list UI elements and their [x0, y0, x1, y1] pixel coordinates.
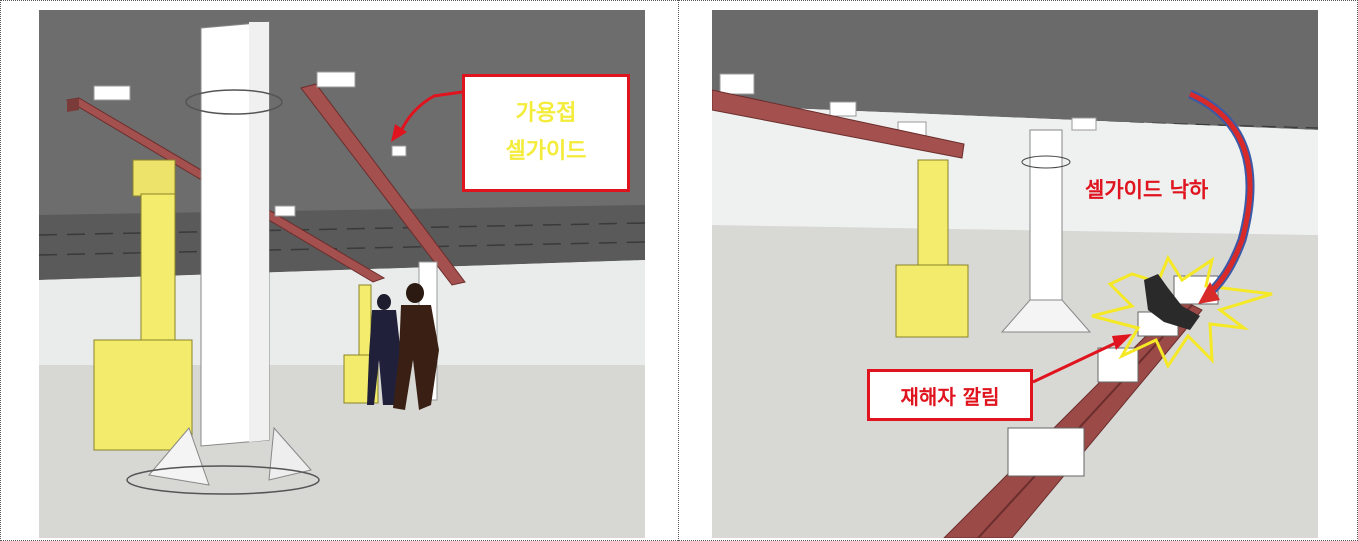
- left-illustration-panel: 가용접 셀가이드: [39, 10, 645, 538]
- jack-cap: [132, 159, 176, 197]
- welded-shell-guide-callout: 가용접 셀가이드: [462, 74, 630, 192]
- fall-label: 셀가이드 낙하: [1085, 178, 1209, 202]
- yellow-jack-column: [917, 159, 949, 271]
- workers-silhouette: [367, 283, 439, 410]
- impact-burst: [1091, 254, 1273, 370]
- callout-line-1: 가용접: [515, 101, 577, 126]
- right-illustration-panel: 셀가이드 낙하 재해자 깔림: [712, 10, 1318, 538]
- yellow-jack-column: [140, 193, 176, 345]
- column-base-ring: [126, 465, 320, 495]
- caught-label: 재해자 깔림: [900, 384, 1000, 409]
- callout-line-2: 셀가이드: [505, 139, 587, 164]
- right-scene: [712, 10, 1318, 538]
- victim-silhouette: [1144, 274, 1200, 330]
- ceiling-slab: [712, 10, 1318, 130]
- victim-caught-callout: 재해자 깔림: [867, 369, 1033, 421]
- welded-shell-guide-beam: [300, 83, 466, 286]
- block: [1007, 427, 1085, 477]
- jack-base: [93, 339, 193, 451]
- panel-divider: [678, 0, 679, 541]
- jack-base: [895, 264, 969, 338]
- ceiling-underside: [39, 205, 645, 280]
- beam: [712, 89, 965, 159]
